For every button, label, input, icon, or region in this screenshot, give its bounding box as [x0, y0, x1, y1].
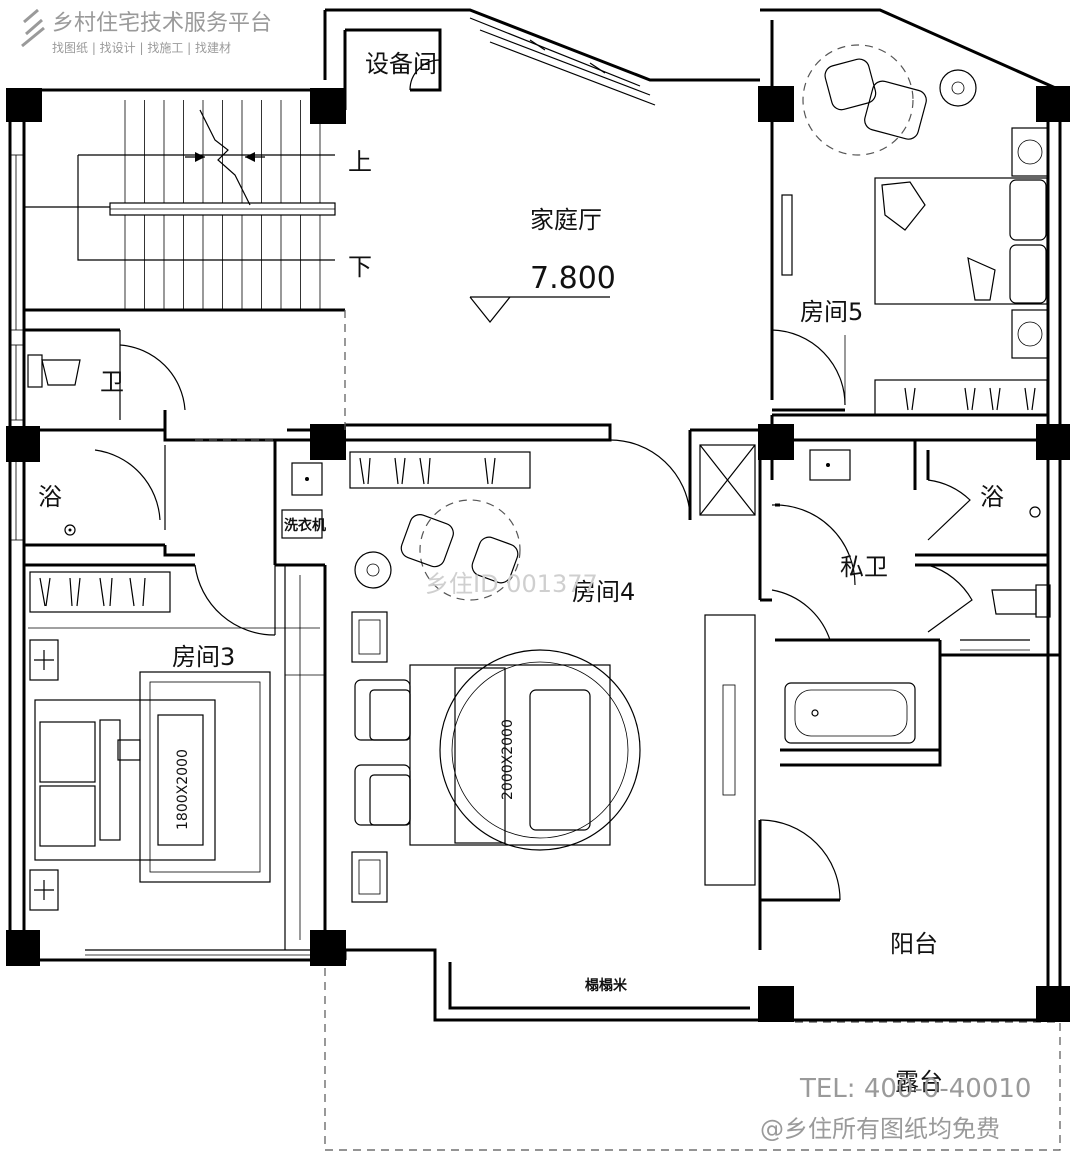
family-hall-label: 家庭厅	[530, 206, 602, 234]
structural-columns	[6, 86, 1070, 1022]
bath-left-label: 浴	[38, 483, 62, 511]
tatami-label: 榻榻米	[585, 977, 628, 994]
balcony: 阳台	[890, 930, 938, 958]
family-hall: 家庭厅 7.800	[195, 206, 616, 441]
tatami-area: 榻榻米	[585, 977, 628, 994]
watermark-tel: TEL: 400-0-40010	[799, 1074, 1031, 1104]
stair-down-label: 下	[348, 253, 372, 281]
stair-up-label: 上	[348, 148, 372, 176]
room4: 2000X2000 房间4	[349, 430, 841, 903]
floor-elevation: 7.800	[530, 261, 616, 296]
room4-label: 房间4	[572, 578, 635, 606]
equipment-room-label: 设备间	[365, 50, 437, 78]
private-bathroom: 浴 私卫	[771, 449, 1051, 744]
room4-bed-size: 2000X2000	[500, 719, 516, 800]
exterior-walls	[8, 8, 1062, 1022]
brand-name: 乡村住宅技术服务平台	[52, 11, 272, 36]
left-windows	[9, 154, 25, 541]
brand-logo-icon	[21, 8, 45, 48]
interior-walls	[24, 308, 1060, 950]
room5-wardrobe-hangers	[904, 387, 1036, 411]
bath-right-label: 浴	[980, 483, 1004, 511]
brand-slogan: 找图纸 | 找设计 | 找施工 | 找建材	[52, 41, 231, 55]
room3-label: 房间3	[172, 643, 235, 671]
balcony-label: 阳台	[890, 930, 938, 958]
private-wc-label: 私卫	[840, 553, 888, 581]
wc-room: 卫	[27, 330, 186, 420]
top-slanted-window	[469, 17, 760, 106]
bath-left: 浴	[38, 445, 166, 536]
equipment-room: 设备间	[345, 28, 442, 92]
watermark-id: 乡住ID 001377	[425, 570, 598, 598]
terrace-outline	[324, 968, 1061, 1151]
room3-wardrobe-hangers	[39, 577, 146, 607]
room4-armchairs	[354, 499, 521, 601]
brand-logo: 乡村住宅技术服务平台 找图纸 | 找设计 | 找施工 | 找建材	[21, 8, 272, 55]
terrace-label: 露台	[895, 1068, 943, 1096]
wc-label: 卫	[100, 368, 124, 396]
room4-wardrobe-hangers	[359, 457, 496, 485]
room5: 房间5	[771, 44, 1049, 416]
room3-bed-size: 1800X2000	[175, 749, 191, 830]
room3: 1800X2000 房间3	[28, 565, 325, 956]
watermark-notice: @乡住所有图纸均免费	[760, 1115, 1000, 1143]
staircase: 上 下	[24, 100, 372, 310]
terrace: 露台	[895, 1068, 943, 1096]
washer-label: 洗衣机	[284, 517, 326, 534]
room5-label: 房间5	[800, 298, 863, 326]
laundry-area: 洗衣机	[194, 462, 326, 636]
